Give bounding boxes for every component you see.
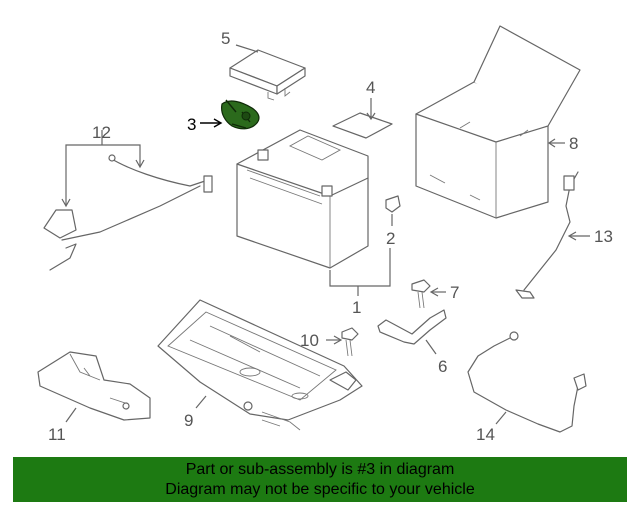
leader-5: [235, 44, 259, 53]
leader-1: [329, 248, 391, 287]
leader-9: [195, 395, 207, 409]
part-12-battery-cable[interactable]: [43, 154, 213, 271]
part-3-hold-down-clamp[interactable]: [221, 99, 260, 130]
arrow-3: [213, 118, 223, 128]
leader-11: [65, 407, 77, 423]
part-5-cover[interactable]: [229, 49, 306, 101]
part-6-bracket[interactable]: [377, 309, 447, 345]
leader-12: [65, 130, 141, 166]
part-9-battery-tray[interactable]: [157, 299, 363, 431]
arrow-4: [366, 112, 376, 121]
part-4-pad[interactable]: [332, 112, 393, 139]
callout-5[interactable]: 5: [221, 29, 230, 48]
callout-8[interactable]: 8: [569, 134, 578, 153]
callout-1[interactable]: 1: [352, 298, 361, 317]
arrow-12b: [135, 159, 145, 169]
part-1-battery[interactable]: [236, 129, 369, 269]
part-11-insulator[interactable]: [37, 351, 151, 421]
callout-3[interactable]: 3: [187, 115, 196, 134]
arrow-10: [333, 335, 343, 345]
banner-line-2: Diagram may not be specific to your vehi…: [165, 481, 475, 498]
arrow-13: [567, 231, 577, 241]
callout-10[interactable]: 10: [300, 331, 319, 350]
arrow-12a: [61, 198, 71, 208]
part-14-cable[interactable]: [467, 331, 587, 433]
part-2-vent-plug[interactable]: [385, 195, 401, 213]
callout-7[interactable]: 7: [450, 283, 459, 302]
leader-14: [495, 411, 507, 425]
leader-6: [425, 339, 437, 355]
callout-6[interactable]: 6: [438, 357, 447, 376]
arrow-7: [429, 287, 439, 297]
part-7-bolt[interactable]: [411, 279, 431, 309]
banner-line-1: Part or sub-assembly is #3 in diagram: [185, 461, 455, 478]
notice-banner: Part or sub-assembly is #3 in diagram Di…: [13, 457, 627, 502]
part-8-insulation-box[interactable]: [415, 25, 581, 219]
arrow-8: [547, 138, 556, 148]
callout-9[interactable]: 9: [184, 411, 193, 430]
callout-4[interactable]: 4: [366, 78, 375, 97]
callout-2[interactable]: 2: [386, 229, 395, 248]
callout-11[interactable]: 11: [48, 425, 66, 444]
part-10-bolt[interactable]: [341, 327, 359, 357]
callout-13[interactable]: 13: [594, 227, 613, 246]
callout-14[interactable]: 14: [476, 425, 495, 444]
callout-12[interactable]: 12: [92, 123, 111, 142]
part-13-sensor-cable[interactable]: [515, 171, 579, 299]
